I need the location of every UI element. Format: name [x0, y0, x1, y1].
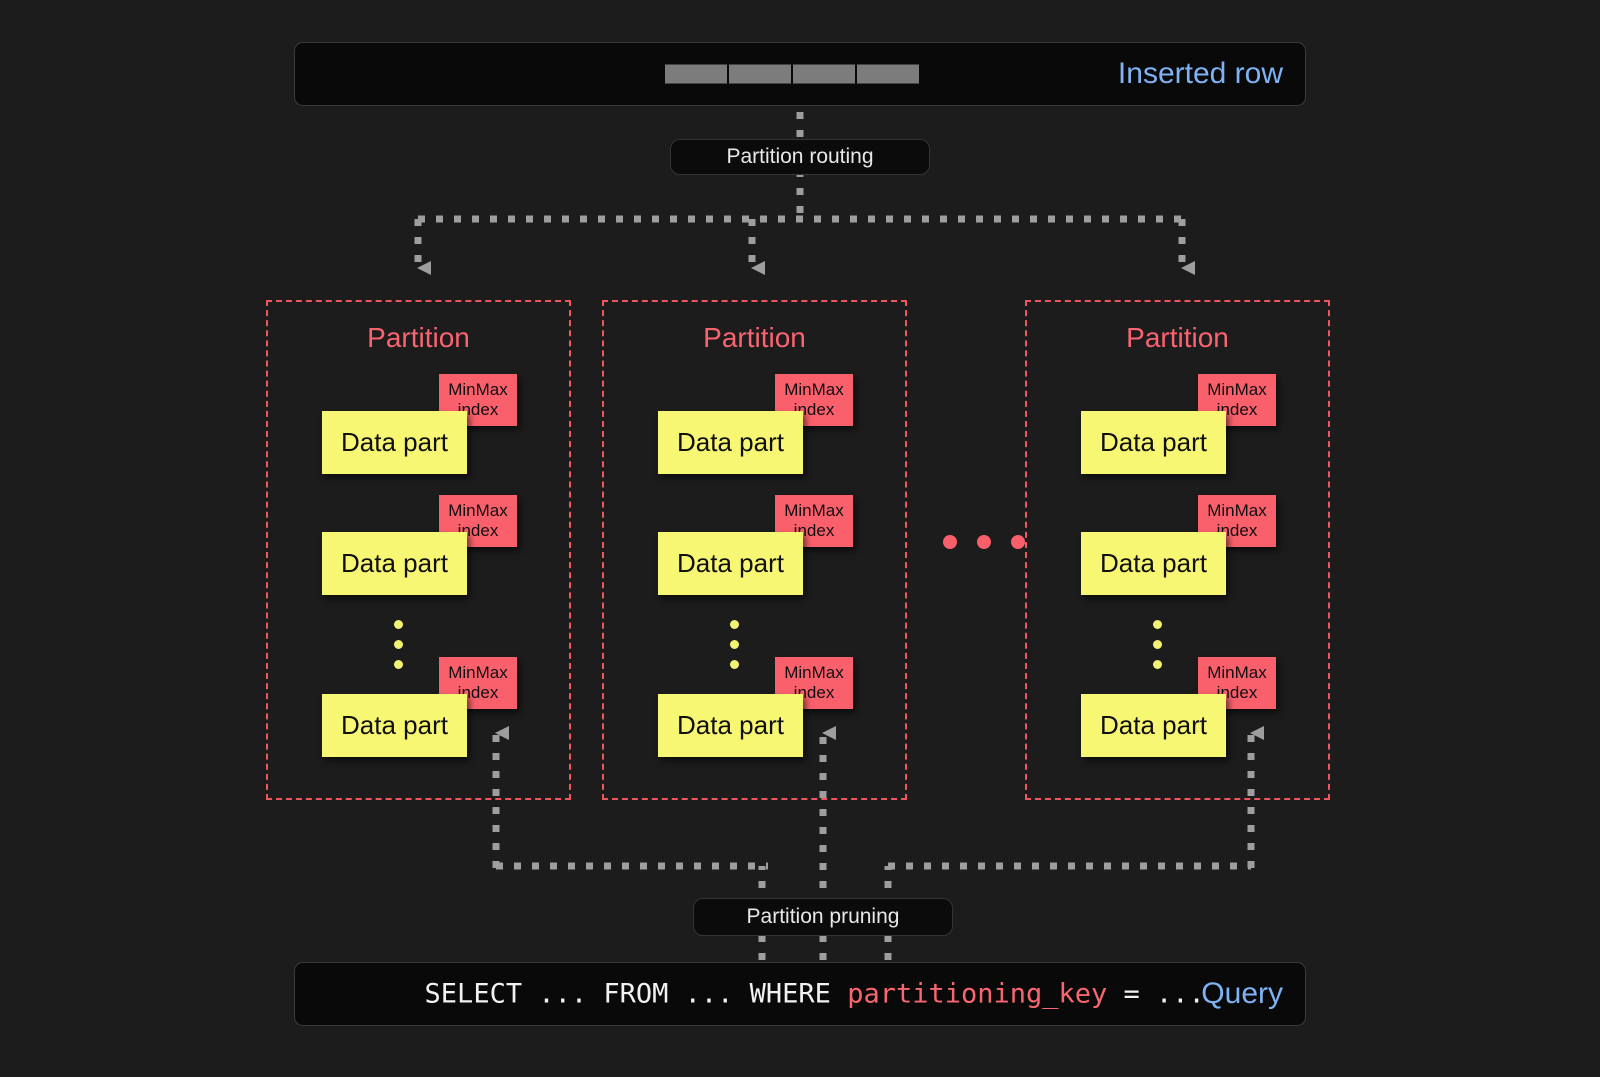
vertical-ellipsis — [394, 620, 403, 669]
query-label: Query — [1201, 977, 1283, 1010]
ellipsis-dot — [394, 620, 403, 629]
data-part-box: Data part — [1081, 532, 1226, 595]
partition-ellipsis — [943, 535, 1025, 549]
row-cell — [793, 64, 855, 84]
data-part-box: Data part — [658, 694, 803, 757]
ellipsis-dot — [943, 535, 957, 549]
data-part-box: Data part — [1081, 694, 1226, 757]
ellipsis-dot — [977, 535, 991, 549]
sql-prefix: SELECT ... FROM ... WHERE — [424, 978, 848, 1010]
partition-pruning-box: Partition pruning — [693, 898, 953, 936]
ellipsis-dot — [394, 640, 403, 649]
row-cell — [857, 64, 919, 84]
inserted-row-cells — [665, 64, 919, 84]
ellipsis-dot — [1011, 535, 1025, 549]
sql-text: SELECT ... FROM ... WHERE partitioning_k… — [327, 948, 1205, 1041]
partition-title: Partition — [703, 322, 806, 353]
ellipsis-dot — [1153, 660, 1162, 669]
ellipsis-dot — [730, 620, 739, 629]
data-part-box: Data part — [658, 411, 803, 474]
inserted-row-banner: Inserted row — [294, 42, 1306, 106]
data-part-box: Data part — [658, 532, 803, 595]
vertical-ellipsis — [1153, 620, 1162, 669]
ellipsis-dot — [730, 640, 739, 649]
query-banner: SELECT ... FROM ... WHERE partitioning_k… — [294, 962, 1306, 1026]
partition-title: Partition — [367, 322, 470, 353]
row-cell — [729, 64, 791, 84]
data-part-box: Data part — [322, 532, 467, 595]
sql-suffix: = ... — [1107, 978, 1205, 1010]
data-part-box: Data part — [322, 411, 467, 474]
ellipsis-dot — [730, 660, 739, 669]
data-part-box: Data part — [322, 694, 467, 757]
inserted-row-label: Inserted row — [1117, 57, 1283, 90]
ellipsis-dot — [1153, 620, 1162, 629]
data-part-box: Data part — [1081, 411, 1226, 474]
partition-title: Partition — [1126, 322, 1229, 353]
sql-partitioning-key: partitioning_key — [847, 978, 1108, 1010]
row-cell — [665, 64, 727, 84]
ellipsis-dot — [394, 660, 403, 669]
ellipsis-dot — [1153, 640, 1162, 649]
vertical-ellipsis — [730, 620, 739, 669]
partition-routing-box: Partition routing — [670, 139, 930, 175]
